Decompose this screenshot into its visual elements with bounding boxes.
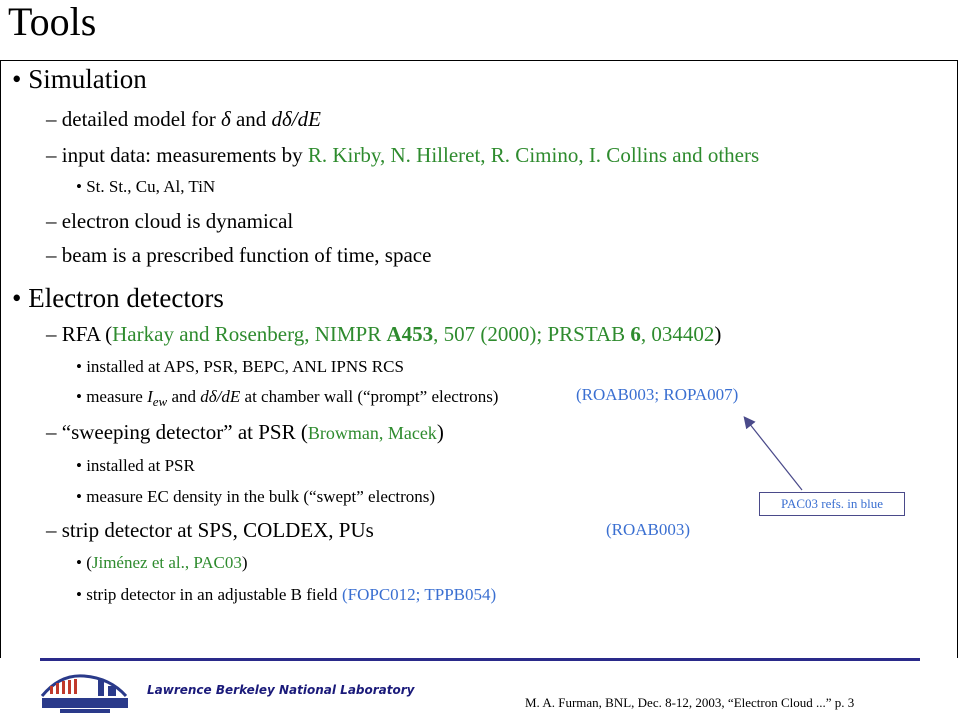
sweep-close: ) <box>436 420 444 444</box>
sim-input-text: input data: measurements by <box>61 143 308 167</box>
sweep-installed-line: • installed at PSR <box>76 456 195 475</box>
strip-ref-close: ) <box>241 553 248 572</box>
page-title: Tools <box>8 0 97 44</box>
sim-model-text: detailed model for <box>61 107 221 131</box>
sweep-text: “sweeping detector” at PSR ( <box>61 420 308 444</box>
simulation-heading: Simulation <box>28 64 147 94</box>
sim-beam-line: – beam is a prescribed function of time,… <box>46 243 432 267</box>
rfa-installed: installed at APS, PSR, BEPC, ANL IPNS RC… <box>86 357 404 376</box>
sim-cloud-line: – electron cloud is dynamical <box>46 209 294 233</box>
sim-model-deriv: dδ/dE <box>271 107 321 131</box>
strip-field-line: • strip detector in an adjustable B fiel… <box>76 585 338 604</box>
measure-sub: ew <box>152 394 168 409</box>
ref-overlay-2: (ROAB003) <box>606 520 691 539</box>
det-rfa-line: – RFA (Harkay and Rosenberg, NIMPR A453,… <box>46 322 722 346</box>
measure-deriv: dδ/dE <box>200 387 241 406</box>
ref-overlay-1: (ROAB003; ROPA007) <box>576 385 739 404</box>
det-strip-line: – strip detector at SPS, COLDEX, PUs <box>46 518 374 542</box>
sim-input-names: R. Kirby, N. Hilleret, R. Cimino, I. Col… <box>307 143 760 167</box>
measure-post: at chamber wall (“prompt” electrons) <box>240 387 499 406</box>
rfa-text: RFA ( <box>61 322 113 346</box>
bullet-simulation: • Simulation <box>12 64 147 94</box>
content-box <box>0 60 958 658</box>
sweep-names: Browman, Macek <box>307 423 437 443</box>
rfa-installed-line: • installed at APS, PSR, BEPC, ANL IPNS … <box>76 357 404 376</box>
measure-text: measure <box>86 387 148 406</box>
strip-field: strip detector in an adjustable B field <box>86 585 338 604</box>
berkeley-lab-logo <box>40 674 128 713</box>
measure-and: and <box>167 387 201 406</box>
measure-var: I <box>147 387 153 406</box>
callout-box: PAC03 refs. in blue <box>759 492 905 516</box>
ref-overlay-3: (FOPC012; TPPB054) <box>342 585 497 604</box>
rfa-ref-3: , 034402 <box>640 322 715 346</box>
lab-name: Lawrence Berkeley National Laboratory <box>147 683 415 697</box>
strip-ref: Jiménez et al., PAC03 <box>91 553 242 572</box>
bullet-detectors: • Electron detectors <box>12 283 224 313</box>
footer-credit: M. A. Furman, BNL, Dec. 8-12, 2003, “Ele… <box>525 695 855 710</box>
sim-beam: beam is a prescribed function of time, s… <box>61 243 432 267</box>
sweep-installed: installed at PSR <box>86 456 195 475</box>
sim-model-and: and <box>230 107 272 131</box>
strip-ref-line: • (Jiménez et al., PAC03) <box>76 553 248 572</box>
rfa-ref-1: Harkay and Rosenberg, NIMPR <box>112 322 387 346</box>
rfa-vol: A453 <box>386 322 434 346</box>
sim-materials: St. St., Cu, Al, TiN <box>86 177 216 196</box>
rfa-vol2: 6 <box>630 322 641 346</box>
detectors-heading: Electron detectors <box>28 283 224 313</box>
footer-rule <box>40 658 920 661</box>
rfa-measure-line: • measure Iew and dδ/dE at chamber wall … <box>76 387 499 409</box>
sim-cloud: electron cloud is dynamical <box>61 209 294 233</box>
sim-input-line: – input data: measurements by R. Kirby, … <box>46 143 760 167</box>
rfa-ref-2: , 507 (2000); PRSTAB <box>433 322 631 346</box>
sweep-measure-line: • measure EC density in the bulk (“swept… <box>76 487 436 506</box>
sweep-measure: measure EC density in the bulk (“swept” … <box>86 487 436 506</box>
strip-ref-open: ( <box>86 553 92 572</box>
rfa-ref: Harkay and Rosenberg, NIMPR A453, 507 (2… <box>112 322 714 346</box>
strip-text: strip detector at SPS, COLDEX, PUs <box>61 518 374 542</box>
det-sweep-line: – “sweeping detector” at PSR (Browman, M… <box>46 420 444 444</box>
sim-model-line: – detailed model for δ and dδ/dE <box>46 107 321 131</box>
sim-materials-line: • St. St., Cu, Al, TiN <box>76 177 216 196</box>
rfa-close: ) <box>714 322 722 346</box>
delta-symbol: δ <box>220 107 231 131</box>
